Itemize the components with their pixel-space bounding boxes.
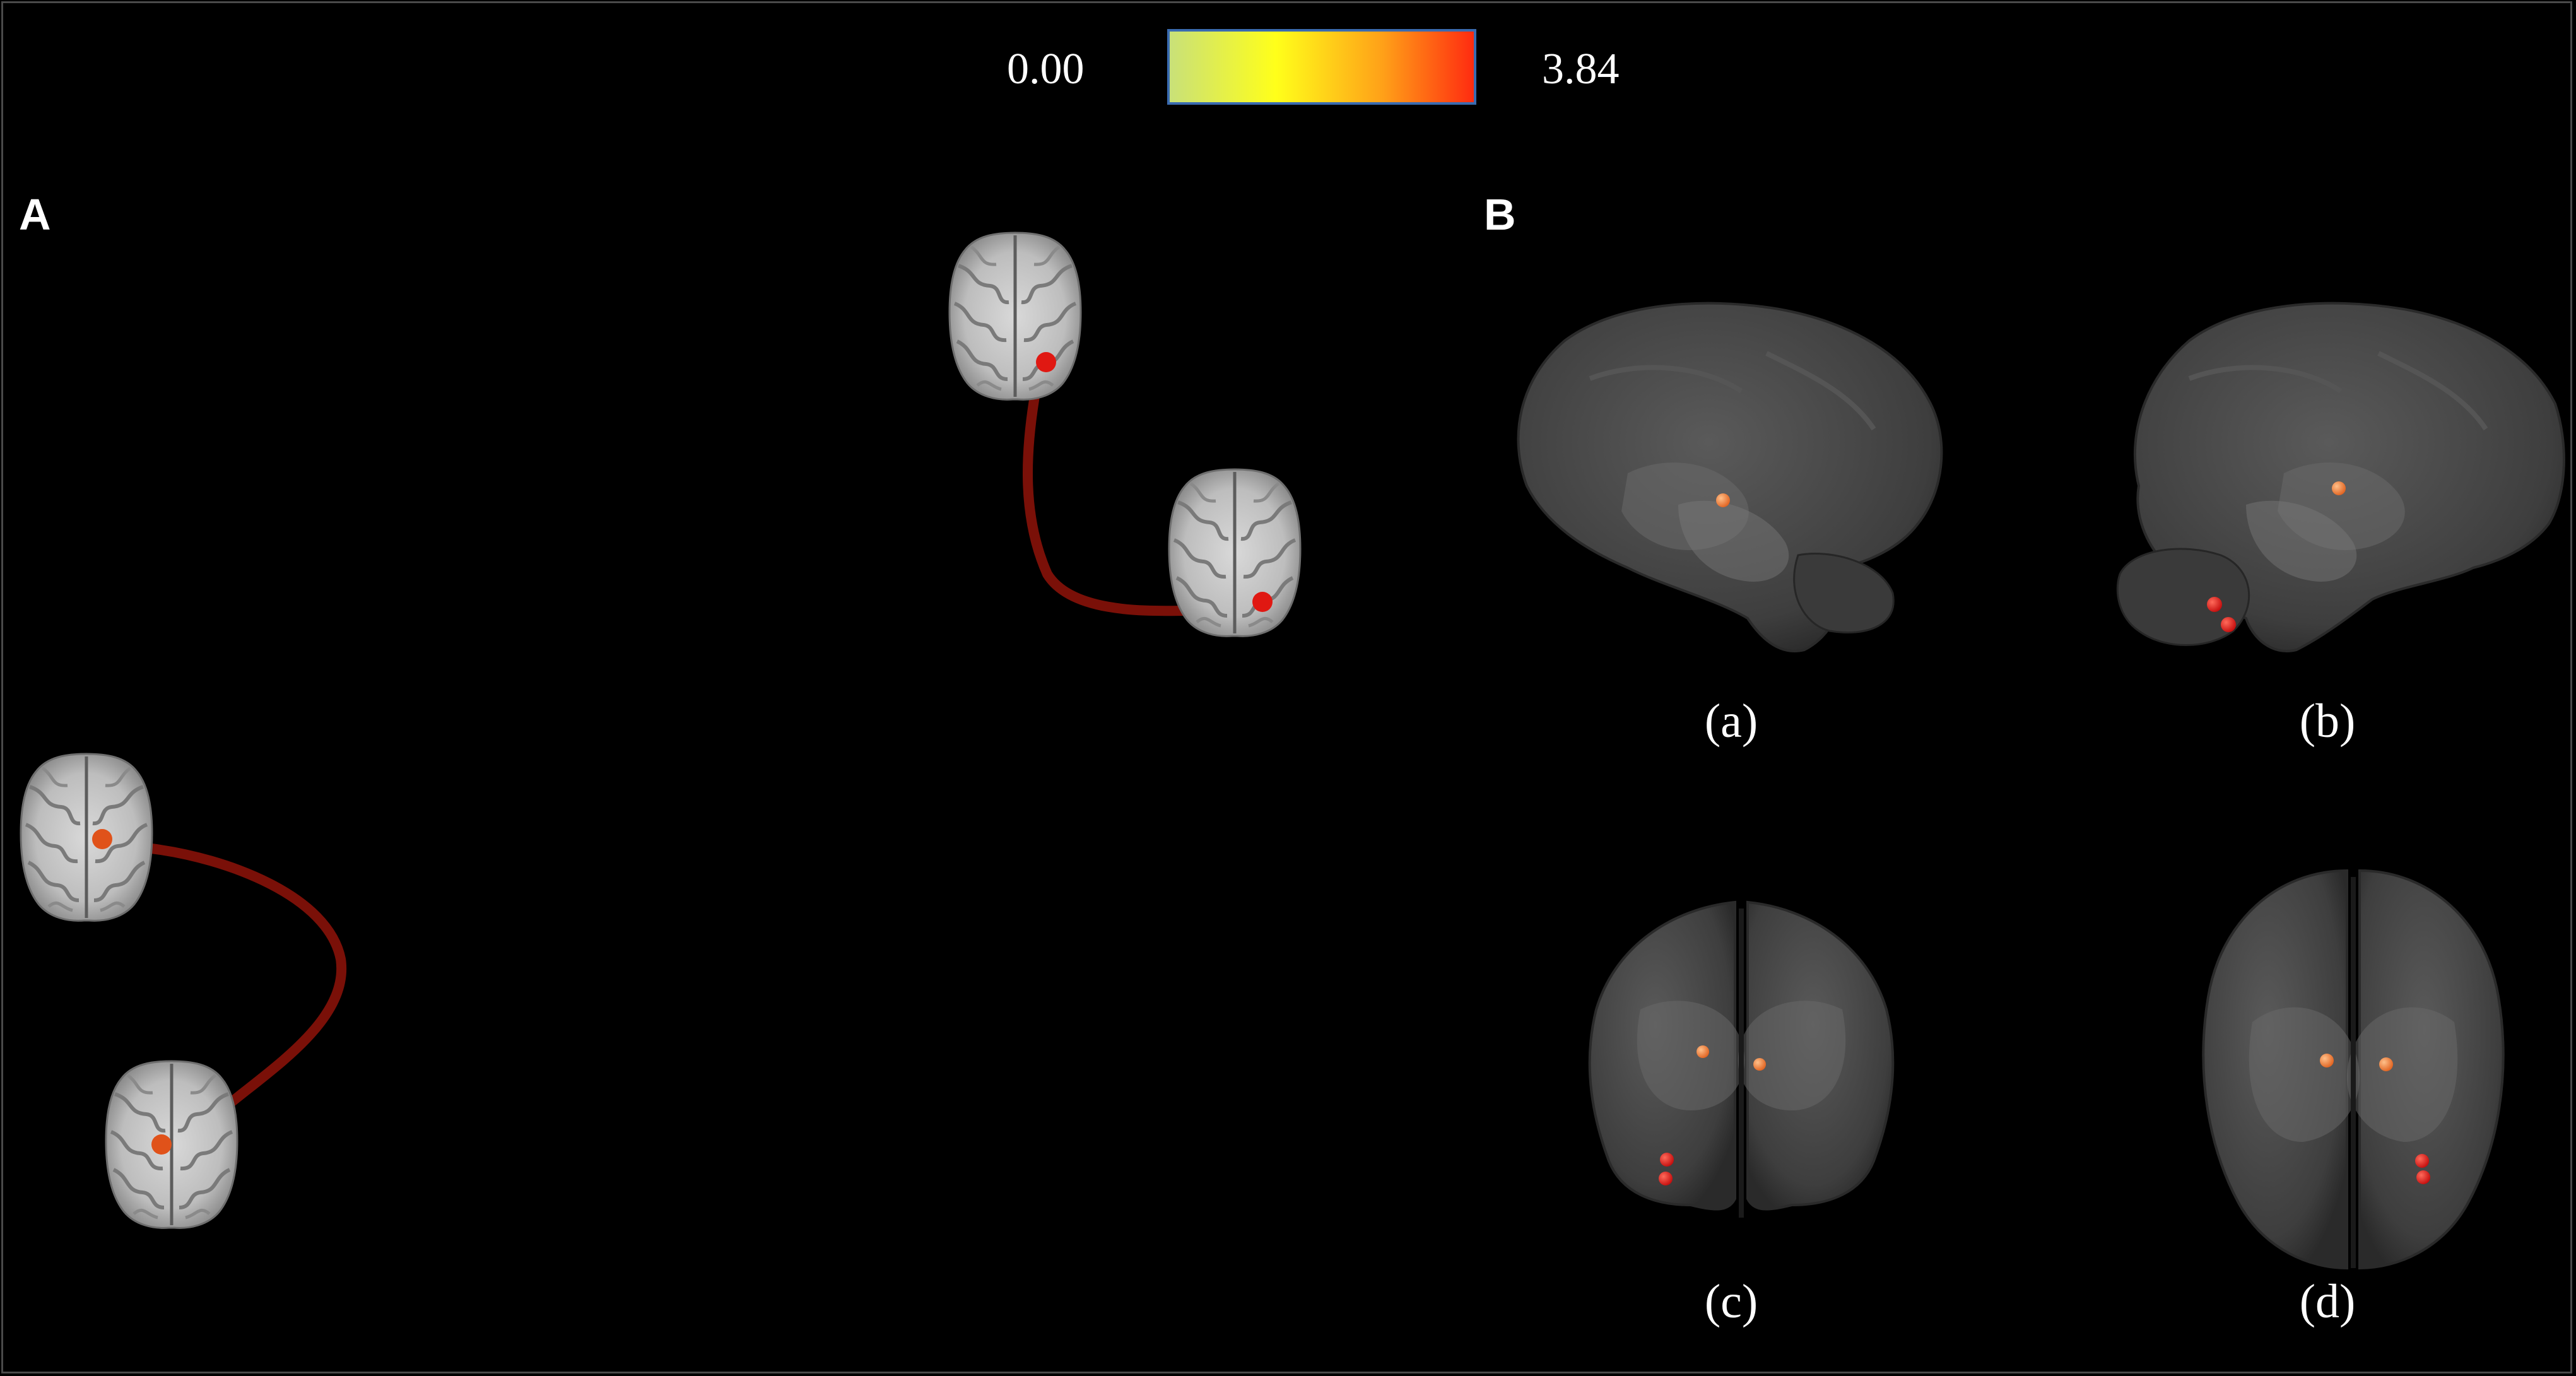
panel-a-label: A <box>19 190 51 239</box>
node-red-c1 <box>1660 1153 1674 1167</box>
brain-slice-top-right <box>1169 469 1300 636</box>
node-red-d1 <box>2415 1154 2429 1168</box>
node-orange-c1 <box>1697 1045 1709 1058</box>
caption-a: (a) <box>1704 695 1758 748</box>
glass-brain-coronal <box>1588 900 1895 1218</box>
node-orange-c2 <box>1753 1058 1766 1071</box>
colorbar-max-label: 3.84 <box>1542 45 1620 93</box>
node-orange-d2 <box>2379 1057 2393 1071</box>
colorbar-min-label: 0.00 <box>1007 45 1085 93</box>
connection-edge-top <box>1022 391 1191 616</box>
glass-brain-sagittal-right <box>2116 302 2565 652</box>
node-orange-1 <box>92 829 112 849</box>
brain-slice-top-left <box>950 233 1081 399</box>
panel-b-label: B <box>1484 190 1516 239</box>
caption-c: (c) <box>1704 1275 1758 1328</box>
node-red-b2 <box>2221 617 2236 632</box>
colorbar <box>1167 29 1476 105</box>
brain-slice-bottom-lower <box>106 1061 237 1228</box>
brain-slice-bottom-upper <box>21 754 152 920</box>
glass-brain-axial <box>2202 869 2505 1270</box>
caption-b: (b) <box>2299 695 2356 748</box>
node-red-d2 <box>2416 1170 2430 1184</box>
node-orange-2 <box>151 1134 172 1155</box>
node-orange-b <box>2332 481 2346 495</box>
caption-d: (d) <box>2299 1275 2356 1328</box>
node-red-1 <box>1036 352 1056 372</box>
connection-edge-bottom <box>146 844 347 1119</box>
glass-brain-sagittal-left <box>1517 302 1943 652</box>
node-red-2 <box>1252 592 1273 612</box>
node-orange-d1 <box>2320 1054 2334 1067</box>
node-red-b1 <box>2207 597 2222 612</box>
node-orange-a <box>1716 493 1730 507</box>
node-red-c2 <box>1659 1172 1673 1185</box>
